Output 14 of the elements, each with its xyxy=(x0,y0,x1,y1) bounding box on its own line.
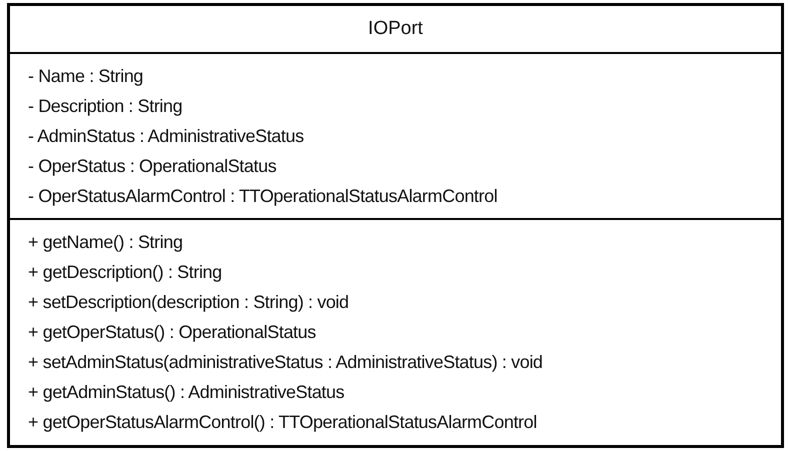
operation-text: + getAdminStatus() : AdministrativeStatus xyxy=(28,381,344,404)
class-box xyxy=(7,3,784,448)
attribute-text: - Name : String xyxy=(28,65,144,88)
attribute-text: - AdminStatus : AdministrativeStatus xyxy=(28,125,304,148)
operation-text: + getDescription() : String xyxy=(28,261,222,284)
attribute-text: - Description : String xyxy=(28,95,182,118)
attribute-text: - OperStatusAlarmControl : TTOperationalStatusAlarmControl xyxy=(28,185,498,208)
operation-text: + setAdminStatus(administrativeStatus : AdministrativeStatus) : void xyxy=(28,351,543,374)
operation-text: + setDescription(description : String) : void xyxy=(28,291,349,314)
operation-text: + getOperStatusAlarmControl() : TTOperationalStatusAlarmControl xyxy=(28,411,537,434)
class-name: IOPort xyxy=(368,16,423,41)
attribute-text: - OperStatus : OperationalStatus xyxy=(28,155,276,178)
operation-text: + getName() : String xyxy=(28,231,183,254)
operation-text: + getOperStatus() : OperationalStatus xyxy=(28,321,316,344)
